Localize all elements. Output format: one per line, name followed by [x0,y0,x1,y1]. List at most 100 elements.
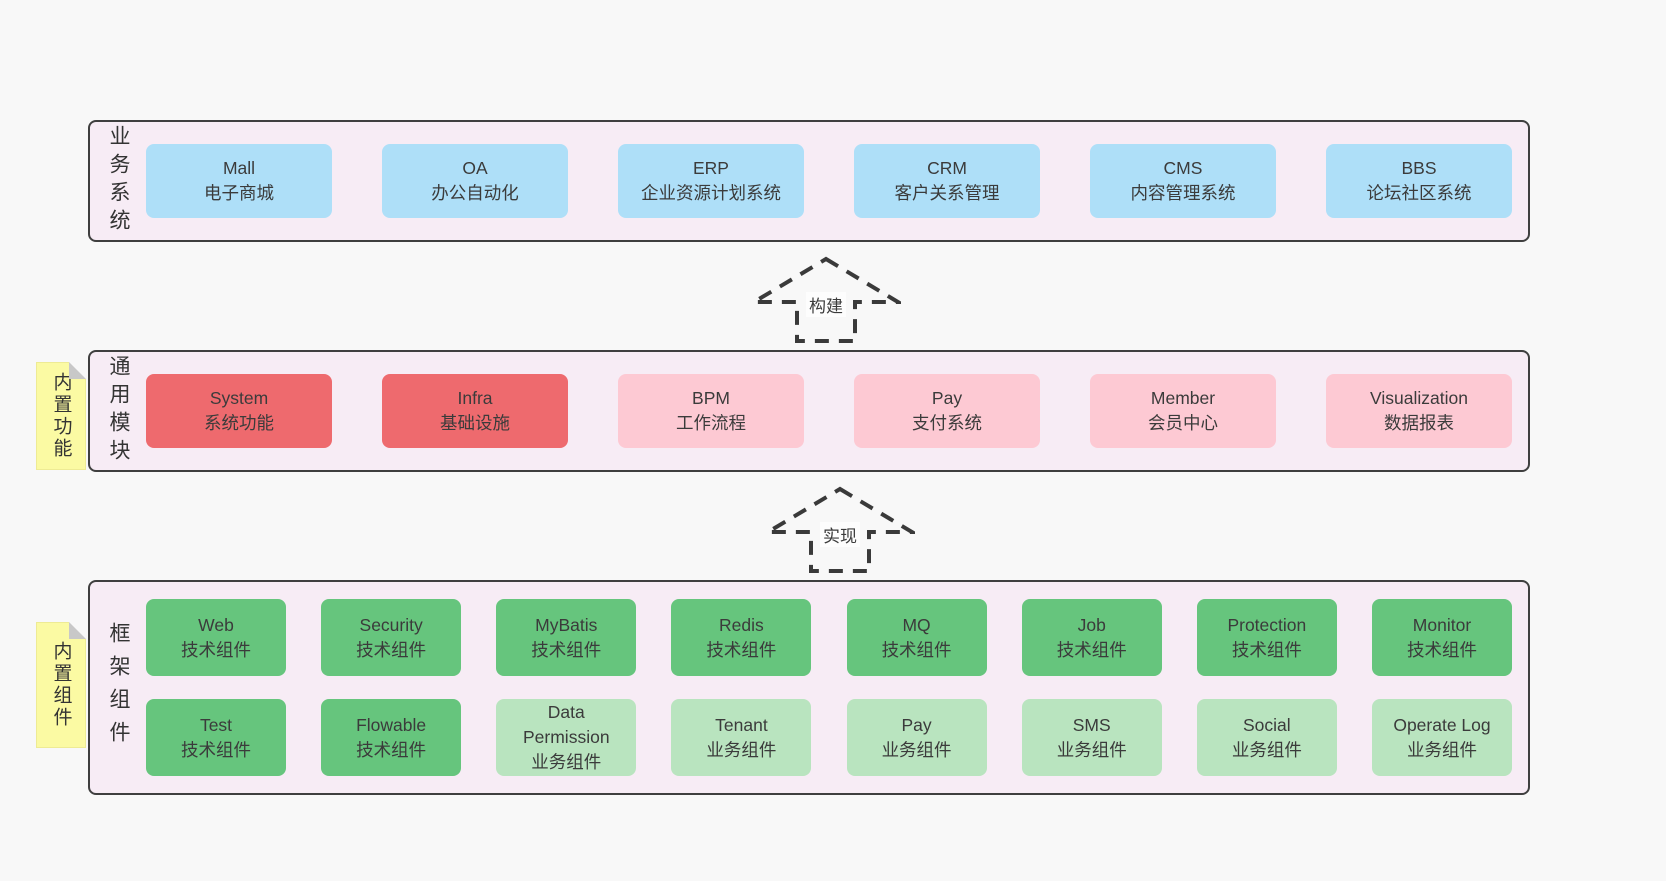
box-subtitle: 业务组件 [881,739,952,760]
box-title: Infra [457,388,493,409]
component-box: Security 技术组件 [321,599,462,676]
folded-corner-icon [69,622,86,639]
component-box: CRM 客户关系管理 [854,144,1040,218]
box-subtitle: 技术组件 [356,739,427,760]
component-box: Job 技术组件 [1021,599,1162,676]
box-subtitle: 会员中心 [1148,413,1218,433]
box-title: Member [1150,388,1216,409]
build-arrow-label: 构建 [806,292,846,317]
box-subtitle: 业务组件 [706,739,777,760]
component-box: BPM 工作流程 [618,374,804,448]
component-box: Visualization 数据报表 [1326,374,1512,448]
component-box: MyBatis 技术组件 [496,599,637,676]
box-subtitle: 客户关系管理 [894,183,1000,203]
box-subtitle: 业务组件 [1231,739,1302,760]
box-subtitle: 数据报表 [1384,413,1454,433]
box-title: MyBatis [535,614,598,635]
box-subtitle: 技术组件 [181,639,251,660]
component-box: Test 技术组件 [146,699,286,776]
box-title: BBS [1401,158,1437,179]
box-subtitle: 技术组件 [356,639,427,660]
component-box: Pay 支付系统 [854,374,1040,448]
component-box: Redis 技术组件 [671,599,812,676]
box-subtitle: 系统功能 [204,413,274,433]
box-title: Job [1077,614,1106,635]
box-title: Test [199,714,233,735]
component-box: Tenant 业务组件 [671,699,812,776]
box-title: Tenant [715,714,768,735]
folded-corner-icon [69,362,86,379]
build-arrow: 构建 [751,256,901,344]
box-title: Social [1243,714,1291,735]
box-title: Redis [719,614,764,635]
sticky-note-builtin-features: 内置功能 [36,362,86,470]
box-subtitle: 办公自动化 [431,183,519,203]
box-subtitle: 技术组件 [1406,639,1477,660]
box-title: CRM [927,158,967,179]
box-title: Visualization [1370,388,1468,409]
layer-label-common-modules: 通用模块 [90,352,146,470]
implement-arrow: 实现 [765,486,915,574]
layer-label-business-systems: 业务系统 [90,122,146,240]
component-box: Protection 技术组件 [1196,599,1337,676]
box-title: Data Permission [523,702,610,748]
box-subtitle: 论坛社区系统 [1366,183,1472,203]
box-subtitle: 技术组件 [1231,639,1302,660]
component-box: MQ 技术组件 [846,599,987,676]
box-subtitle: 技术组件 [706,639,777,660]
box-title: ERP [693,158,729,179]
component-box: Flowable 技术组件 [321,699,462,776]
box-title: Security [359,614,423,635]
box-title: Monitor [1412,614,1472,635]
box-subtitle: 业务组件 [1406,739,1477,760]
component-box: OA 办公自动化 [382,144,568,218]
box-subtitle: 支付系统 [912,413,982,433]
component-box: Member 会员中心 [1090,374,1276,448]
box-title: Pay [901,714,932,735]
sticky-note-builtin-components: 内置组件 [36,622,86,748]
sticky-note-text: 内置功能 [50,372,72,460]
component-box: System 系统功能 [146,374,332,448]
layer-label-framework-components: 框架组件 [90,582,146,793]
box-subtitle: 电子商城 [204,183,274,203]
component-box: Operate Log 业务组件 [1371,699,1512,776]
layer-label-text: 通用模块 [107,355,130,467]
box-title: Flowable [356,714,427,735]
component-box: Social 业务组件 [1196,699,1337,776]
implement-arrow-label: 实现 [820,522,860,547]
box-subtitle: 工作流程 [676,413,746,433]
box-subtitle: 技术组件 [181,739,251,760]
box-title: MQ [902,614,931,635]
component-box: Mall 电子商城 [146,144,332,218]
box-title: System [209,388,269,409]
layer-label-text: 框架组件 [107,621,130,754]
box-subtitle: 技术组件 [531,639,602,660]
box-subtitle: 技术组件 [1056,639,1127,660]
component-box: Monitor 技术组件 [1371,599,1512,676]
layer-label-text: 业务系统 [107,125,130,237]
box-title: OA [462,158,488,179]
box-title: Operate Log [1393,714,1491,735]
box-subtitle: 企业资源计划系统 [641,183,781,203]
component-box: Pay 业务组件 [846,699,987,776]
box-title: Mall [222,158,256,179]
dashed-up-arrow-icon [751,256,901,343]
component-box: Web 技术组件 [146,599,286,676]
component-box: BBS 论坛社区系统 [1326,144,1512,218]
box-title: Web [198,614,234,635]
box-title: Pay [931,388,963,409]
box-title: Protection [1227,614,1307,635]
box-subtitle: 内容管理系统 [1130,183,1236,203]
box-subtitle: 技术组件 [881,639,952,660]
box-title: BPM [692,388,730,409]
layer-business-systems: 业务系统 Mall 电子商城 OA 办公自动化 ERP 企业资源计划系统 CRM 客户关系管理… [88,120,1530,242]
